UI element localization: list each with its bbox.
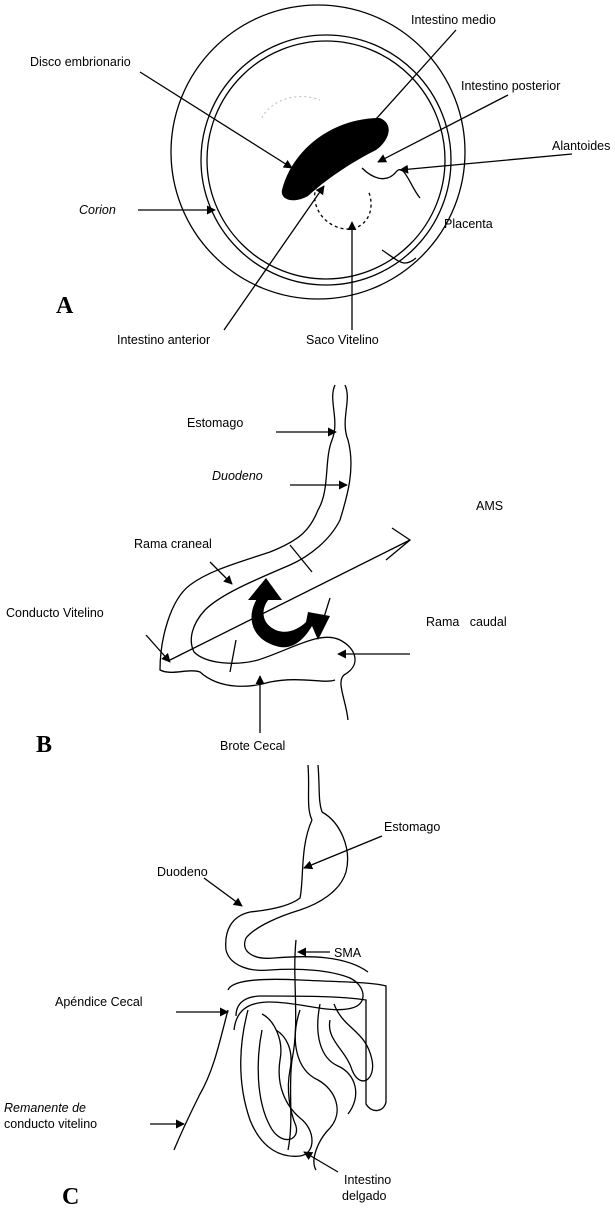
pointer-intestino-posterior [378,95,508,162]
umbilical-cord [362,168,420,198]
label-remanente-line1: Remanente de [4,1101,86,1115]
panel-b: Estomago Duodeno AMS Rama craneal Conduc… [6,385,507,758]
label-rama-craneal: Rama craneal [134,537,212,551]
pointer-intestino-delgado [304,1152,338,1172]
label-intestino-line2: delgado [342,1189,387,1203]
label-disco-embrionario: Disco embrionario [30,55,131,69]
sma-artery [288,940,296,1150]
label-corion: Corion [79,203,116,217]
stomach-outline [226,812,368,1030]
small-intestine-loop-4 [318,1004,356,1114]
pointer-duodeno-c [204,878,242,906]
label-saco-vitelino: Saco Vitelino [306,333,379,347]
panel-a-letter: A [56,293,74,319]
label-apendice-cecal: Apéndice Cecal [55,995,143,1009]
label-duodeno-c: Duodeno [157,865,208,879]
embryonic-disc [282,118,389,200]
colon-frame [228,979,386,1110]
esophagus-right [318,765,322,812]
label-intestino-medio: Intestino medio [411,13,496,27]
label-estomago-b: Estomago [187,416,243,430]
vitelline-remnant [174,1010,228,1150]
label-sma: SMA [334,946,362,960]
label-alantoides: Alantoides [552,139,610,153]
panel-a: Intestino medio Disco embrionario Intest… [30,5,610,347]
label-rama-caudal: Rama caudal [426,615,507,629]
label-conducto-vitelino: Conducto Vitelino [6,606,104,620]
ams-branch-left [230,640,236,672]
ams-branch-fork [386,528,410,560]
gut-tube-inner [191,385,355,720]
label-intestino-posterior: Intestino posterior [461,79,560,93]
pointer-intestino-anterior [224,186,324,330]
ams-branch-upper [290,545,312,572]
label-placenta: Placenta [444,217,493,231]
panel-c-letter: C [62,1184,79,1210]
yolk-sac-outline [315,176,371,229]
panel-b-letter: B [36,732,52,758]
faint-cavity-outline [262,97,320,118]
pointer-estomago-c [304,836,382,868]
panel-c: Estomago Duodeno SMA Apéndice Cecal Rema… [4,765,440,1210]
label-duodeno-b: Duodeno [212,469,263,483]
label-remanente-line2: conducto vitelino [4,1117,97,1131]
label-ams: AMS [476,499,503,513]
label-intestino-line1: Intestino [344,1173,391,1187]
label-brote-cecal: Brote Cecal [220,739,285,753]
esophagus-left [308,765,312,820]
pointer-alantoides [400,154,572,170]
pointer-disco-embrionario [140,72,292,168]
pointer-conducto-vitelino [146,635,170,662]
label-estomago-c: Estomago [384,820,440,834]
label-intestino-anterior: Intestino anterior [117,333,210,347]
